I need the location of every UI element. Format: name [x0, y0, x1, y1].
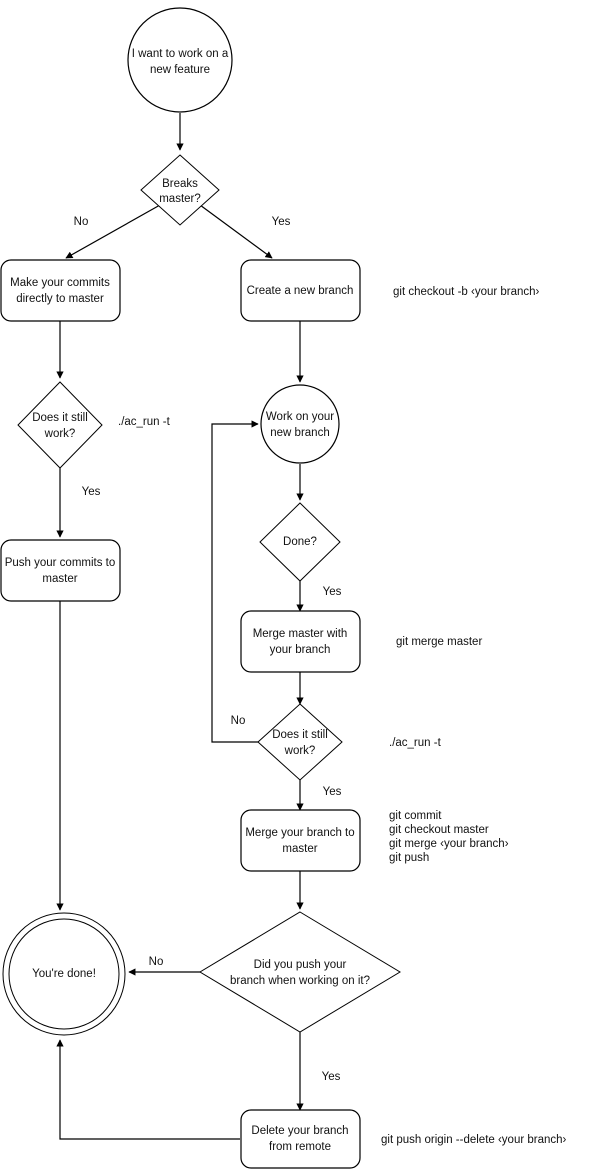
done-question-label: Done?	[283, 536, 317, 548]
breaks-master-label-line2: master?	[159, 193, 201, 205]
push-commits-box-shape	[0, 539, 121, 602]
create-branch-box-shape	[240, 259, 361, 322]
delete-branch-label-line1: Delete your branch	[251, 1125, 348, 1137]
end-label: You're done!	[32, 968, 96, 980]
merge-branch-label-line2: master	[282, 843, 317, 855]
merge-branch-label-line1: Merge your branch to	[245, 827, 354, 839]
node-end[interactable]: You're done!	[2, 912, 126, 1036]
edge-label-still-work-right-no: No	[231, 715, 246, 727]
still-work-right-label-line2: work?	[284, 745, 316, 757]
node-push-commits[interactable]: Push your commits to master	[0, 539, 121, 602]
merge-branch-box-shape	[240, 809, 361, 872]
edge-label-still-work-right-yes: Yes	[323, 786, 342, 798]
annotation-git-merge-branch: git merge ‹your branch›	[389, 838, 509, 850]
node-merge-branch[interactable]: Merge your branch to master	[240, 809, 361, 872]
start-label-line2: new feature	[150, 64, 210, 76]
still-work-left-diamond-shape	[17, 381, 103, 469]
node-work-on-branch[interactable]: Work on your new branch	[260, 384, 340, 464]
make-commits-box-shape	[0, 259, 121, 322]
node-start[interactable]: I want to work on a new feature	[127, 7, 233, 113]
make-commits-label-line2: directly to master	[16, 293, 104, 305]
delete-branch-box-shape	[240, 1109, 361, 1169]
work-on-branch-label-line1: Work on your	[266, 411, 334, 423]
node-still-work-right[interactable]: Does it still work?	[257, 703, 343, 781]
edge-label-breaks-yes: Yes	[272, 216, 291, 228]
node-done-question[interactable]: Done?	[259, 502, 341, 582]
did-push-diamond-shape	[199, 911, 401, 1033]
delete-branch-label-line2: from remote	[269, 1141, 331, 1153]
connectors	[56, 113, 304, 1140]
node-make-commits[interactable]: Make your commits directly to master	[0, 259, 121, 322]
edge-breaks-to-create-branch	[199, 204, 273, 259]
annotation-git-checkout: git checkout -b ‹your branch›	[393, 286, 540, 298]
push-commits-label-line2: master	[42, 573, 77, 585]
annotation-git-merge-master: git merge master	[396, 636, 482, 648]
still-work-right-diamond-shape	[257, 703, 343, 781]
merge-master-label-line2: your branch	[270, 644, 331, 656]
annotation-ac-run-left: ./ac_run -t	[118, 416, 171, 428]
edge-label-did-push-yes: Yes	[322, 1071, 341, 1083]
annotation-git-push: git push	[389, 852, 429, 864]
start-circle-shape	[127, 7, 233, 113]
breaks-master-label-line1: Breaks	[162, 178, 198, 190]
edge-label-still-work-left-yes: Yes	[82, 486, 101, 498]
edge-label-did-push-no: No	[149, 956, 164, 968]
node-did-push[interactable]: Did you push your branch when working on…	[199, 911, 401, 1033]
work-on-branch-circle-shape	[260, 384, 340, 464]
still-work-left-label-line1: Does it still	[32, 412, 88, 424]
end-inner-circle-shape	[8, 918, 120, 1030]
edge-breaks-to-make-commits	[65, 204, 161, 259]
edge-label-breaks-no: No	[74, 216, 89, 228]
annotation-git-push-origin-delete: git push origin --delete ‹your branch›	[381, 1134, 567, 1146]
annotation-git-commit: git commit	[389, 810, 442, 822]
merge-master-box-shape	[240, 610, 361, 673]
edge-labels: No Yes Yes Yes No Yes No Yes	[74, 216, 342, 1083]
annotation-ac-run-right: ./ac_run -t	[389, 737, 442, 749]
node-still-work-left[interactable]: Does it still work?	[17, 381, 103, 469]
start-label-line1: I want to work on a	[132, 48, 229, 60]
edge-still-work-right-no-loop	[211, 420, 259, 743]
annotation-git-checkout-master: git checkout master	[389, 824, 489, 836]
command-annotations: git checkout -b ‹your branch› ./ac_run -…	[118, 286, 567, 1146]
make-commits-label-line1: Make your commits	[10, 277, 110, 289]
edge-label-done-yes: Yes	[323, 586, 342, 598]
did-push-label-line2: branch when working on it?	[230, 975, 370, 987]
did-push-label-line1: Did you push your	[254, 959, 347, 971]
node-merge-master[interactable]: Merge master with your branch	[240, 610, 361, 673]
push-commits-label-line1: Push your commits to	[5, 557, 116, 569]
still-work-left-label-line2: work?	[44, 428, 76, 440]
node-create-branch[interactable]: Create a new branch	[240, 259, 361, 322]
edge-delete-to-end	[56, 1039, 240, 1140]
still-work-right-label-line1: Does it still	[272, 729, 328, 741]
merge-master-label-line1: Merge master with	[253, 628, 348, 640]
work-on-branch-label-line2: new branch	[270, 427, 329, 439]
node-delete-branch[interactable]: Delete your branch from remote	[240, 1109, 361, 1169]
create-branch-label-line1: Create a new branch	[247, 285, 354, 297]
breaks-master-diamond-shape	[140, 154, 220, 226]
done-question-diamond-shape	[259, 502, 341, 582]
node-breaks-master[interactable]: Breaks master?	[140, 154, 220, 226]
